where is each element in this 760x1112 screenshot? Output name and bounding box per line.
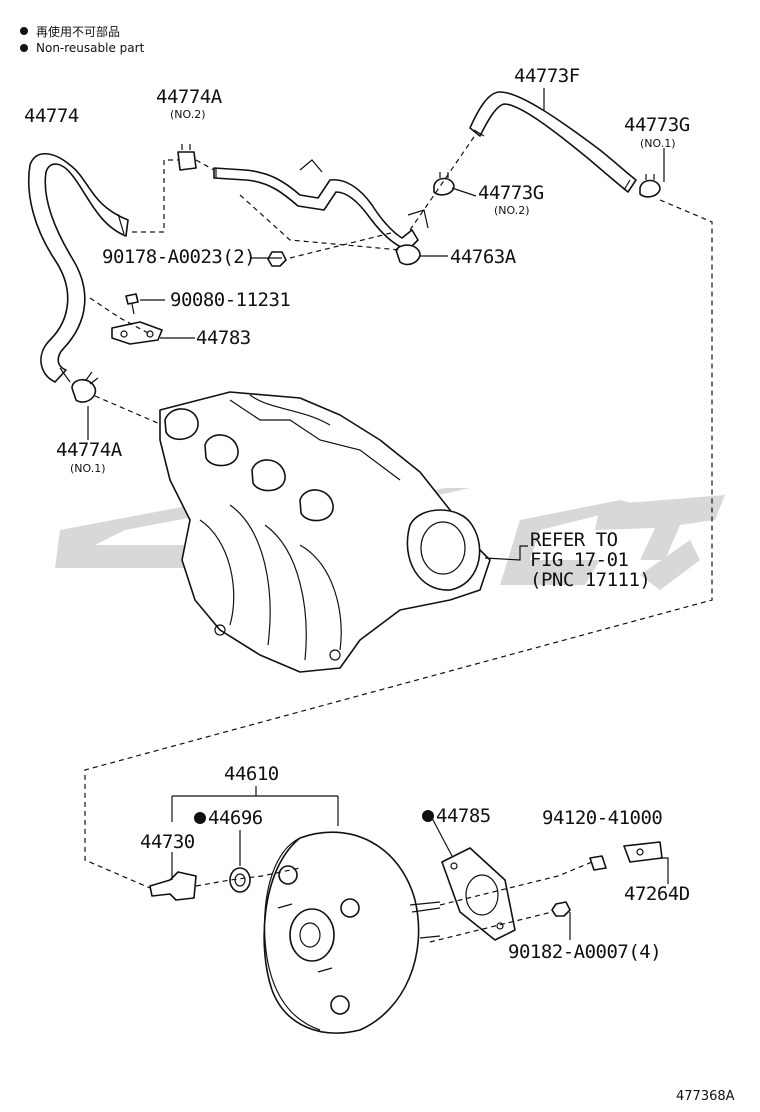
hose-44774 <box>27 152 129 383</box>
bracket-44783 <box>111 321 163 345</box>
refer-line-1: REFER TO <box>530 529 618 551</box>
label-90080: 90080-11231 <box>170 289 290 311</box>
label-94120: 94120-41000 <box>542 807 662 829</box>
grommet-44696 <box>229 867 251 893</box>
refer-line-3: (PNC 17111) <box>530 569 650 591</box>
sublabel-44774A-no2: (NO.2) <box>170 108 206 121</box>
clamp-44774A-no2 <box>177 144 197 171</box>
figure-id: 477368A <box>676 1089 735 1104</box>
gasket-44785 <box>441 847 516 941</box>
label-44783: 44783 <box>196 327 251 349</box>
legend-line-1: 再使用不可部品 <box>36 24 120 39</box>
check-valve-44730 <box>149 871 197 901</box>
label-47264D: 47264D <box>624 883 690 905</box>
pin-94120 <box>589 855 607 871</box>
nut-90182 <box>551 901 571 917</box>
refer-line-2: FIG 17-01 <box>530 549 629 571</box>
label-44774A-no1: 44774A <box>56 439 123 461</box>
vacuum-pipe <box>213 159 429 251</box>
brake-booster-44610 <box>263 831 441 1034</box>
clevis-47264D <box>623 841 663 863</box>
label-44610: 44610 <box>224 763 279 785</box>
bullet-icon <box>20 44 28 52</box>
label-44730: 44730 <box>140 831 195 853</box>
clamp-44774A-no1 <box>71 371 99 403</box>
clamp-44773G-no2 <box>433 172 455 196</box>
dashed-guides <box>84 133 713 943</box>
bullet-icon <box>20 27 28 35</box>
sublabel-44773G-no1: (NO.1) <box>640 137 676 150</box>
non-reusable-bullet-icon <box>422 810 434 822</box>
label-44785: 44785 <box>436 805 491 827</box>
label-90178: 90178-A0023(2) <box>102 246 255 268</box>
label-44773F: 44773F <box>514 65 580 87</box>
label-44763A: 44763A <box>450 246 517 268</box>
legend-line-2: Non-reusable part <box>36 41 145 55</box>
part-labels: 44774 44774A (NO.2) 44773F 44773G (NO.1)… <box>24 65 735 1104</box>
legend: 再使用不可部品 Non-reusable part <box>20 24 145 55</box>
hose-44773F <box>469 91 637 193</box>
intake-manifold <box>159 391 491 673</box>
label-44774A-no2: 44774A <box>156 86 223 108</box>
leader-lines <box>87 88 669 940</box>
clamp-44773G-no1 <box>639 174 661 198</box>
label-44696: 44696 <box>208 807 263 829</box>
label-90182: 90182-A0007(4) <box>508 941 661 963</box>
label-44773G-no2: 44773G <box>478 182 544 204</box>
bolt-90080 <box>125 293 139 315</box>
sublabel-44773G-no2: (NO.2) <box>494 204 530 217</box>
sublabel-44774A-no1: (NO.1) <box>70 462 106 475</box>
label-44774: 44774 <box>24 105 79 127</box>
non-reusable-bullet-icon <box>194 812 206 824</box>
union-44763A <box>395 244 421 266</box>
label-44773G-no1: 44773G <box>624 114 690 136</box>
nut-90178 <box>267 251 287 267</box>
